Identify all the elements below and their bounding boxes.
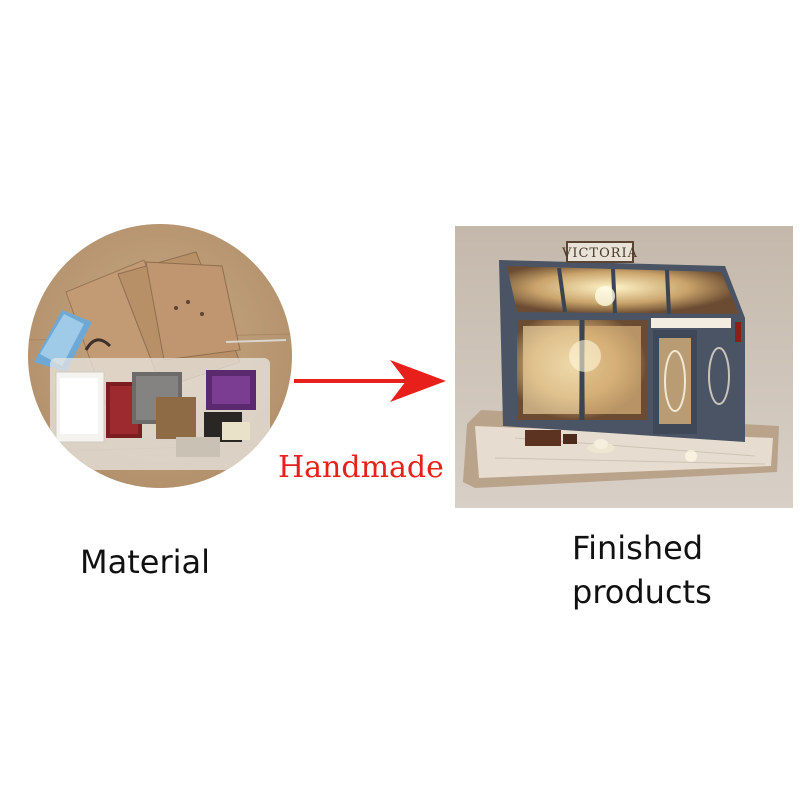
material-caption: Material xyxy=(80,543,210,581)
finished-product-photo: VICTORIA xyxy=(455,226,793,508)
material-photo xyxy=(26,222,294,490)
finished-caption-line1: Finished xyxy=(572,529,704,567)
finished-caption: Finished products xyxy=(572,526,712,614)
finished-caption-line2: products xyxy=(572,573,712,611)
red-arrow-right-icon xyxy=(290,356,450,406)
handmade-label: Handmade xyxy=(278,450,444,485)
shop-sign-text: VICTORIA xyxy=(561,246,638,261)
